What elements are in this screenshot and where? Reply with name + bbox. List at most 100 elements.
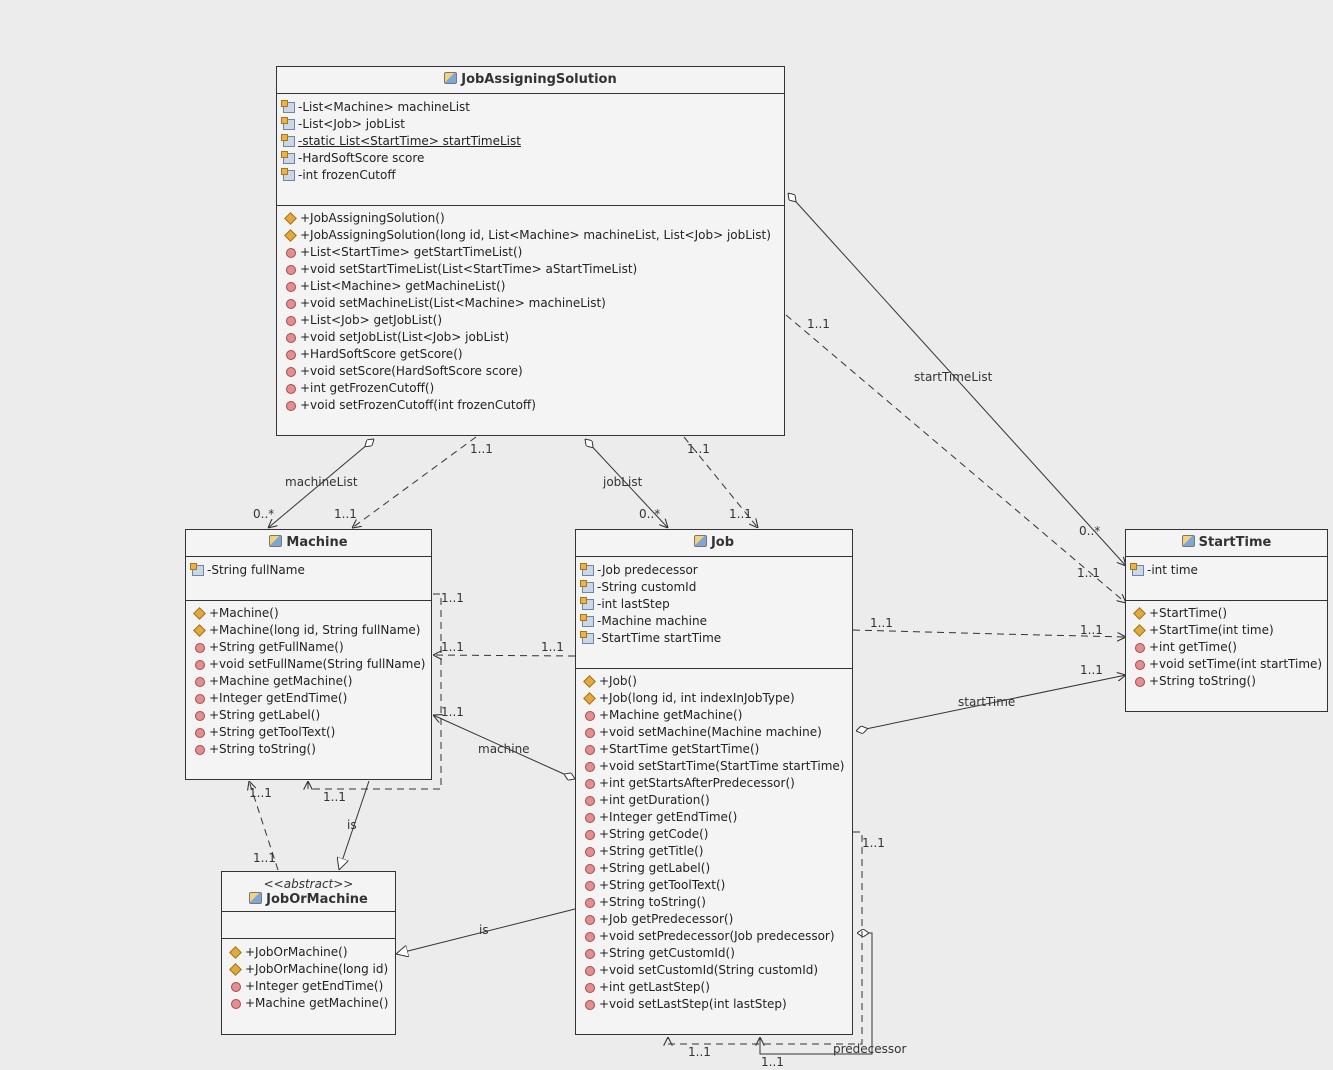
machine-self-source-multiplicity: 1..1 xyxy=(441,591,464,605)
public-operation-icon xyxy=(1133,624,1146,637)
solution-starttime-dependency xyxy=(785,314,1126,603)
public-operation-icon xyxy=(193,624,206,637)
operation-icon xyxy=(195,727,205,738)
predecessor-label: predecessor xyxy=(833,1042,907,1056)
operation-icon xyxy=(585,744,595,755)
job-machine-source-multiplicity: 1..1 xyxy=(541,640,564,654)
class-name: StartTime xyxy=(1198,535,1272,550)
operation-row: +int getStartsAfterPredecessor() xyxy=(576,775,852,792)
stereotype-label: <<abstract>> xyxy=(263,877,354,891)
class-job-or-machine[interactable]: <<abstract>> JobOrMachine +JobOrMachine(… xyxy=(221,871,396,1035)
operation-row: +int getTime() xyxy=(1126,639,1327,656)
operation-row: +List<Machine> getMachineList() xyxy=(277,278,784,295)
operation-icon xyxy=(286,332,296,343)
solution-machine-dependency xyxy=(352,436,477,528)
operation-icon xyxy=(1135,676,1145,687)
attribute-icon xyxy=(281,134,295,147)
operation-row: +void setTime(int startTime) xyxy=(1126,656,1327,673)
operation-row: +String getToolText() xyxy=(576,877,852,894)
attribute-row: -String fullName xyxy=(186,562,431,579)
operation-row: +JobOrMachine() xyxy=(222,944,395,961)
attribute-icon xyxy=(281,117,295,130)
job-machine-target-multiplicity: 1..1 xyxy=(441,640,464,654)
operation-row: +JobAssigningSolution(long id, List<Mach… xyxy=(277,227,784,244)
operation-icon xyxy=(195,659,205,670)
operation-row: +Machine() xyxy=(186,605,431,622)
predecessor-multiplicity: 1..1 xyxy=(761,1055,784,1069)
operation-icon xyxy=(231,998,241,1009)
operation-icon xyxy=(195,642,205,653)
solution-job-target-multiplicity: 1..1 xyxy=(729,507,752,521)
attributes-compartment: -int time xyxy=(1126,557,1327,601)
operation-icon xyxy=(585,846,595,857)
starttime-association xyxy=(856,675,1126,731)
jobormachine-machine-dependency xyxy=(249,781,279,871)
operation-icon xyxy=(286,247,296,258)
operation-icon xyxy=(585,897,595,908)
attribute-icon xyxy=(580,597,594,610)
attribute-icon xyxy=(190,563,204,576)
operation-row: +List<StartTime> getStartTimeList() xyxy=(277,244,784,261)
operations-compartment: +Job() +Job(long id, int indexInJobType)… xyxy=(576,669,852,1013)
class-start-time[interactable]: StartTime -int time +StartTime() +StartT… xyxy=(1125,529,1328,712)
operation-row: +void setStartTimeList(List<StartTime> a… xyxy=(277,261,784,278)
operation-icon xyxy=(585,914,595,925)
operation-row: +Integer getEndTime() xyxy=(186,690,431,707)
attribute-icon xyxy=(281,151,295,164)
operation-row: +Integer getEndTime() xyxy=(576,809,852,826)
attribute-row: -static List<StartTime> startTimeList xyxy=(277,133,784,150)
public-operation-icon xyxy=(1133,607,1146,620)
operation-icon xyxy=(585,812,595,823)
public-operation-icon xyxy=(583,692,596,705)
operation-row: +void setPredecessor(Job predecessor) xyxy=(576,928,852,945)
operation-icon xyxy=(585,982,595,993)
public-operation-icon xyxy=(193,607,206,620)
operation-icon xyxy=(585,795,595,806)
operation-row: +Machine getMachine() xyxy=(576,707,852,724)
attributes-compartment xyxy=(222,912,395,939)
operation-row: +void setScore(HardSoftScore score) xyxy=(277,363,784,380)
operations-compartment: +StartTime() +StartTime(int time) +int g… xyxy=(1126,601,1327,690)
class-icon xyxy=(1181,535,1195,547)
operation-icon xyxy=(231,981,241,992)
class-machine[interactable]: Machine -String fullName +Machine() +Mac… xyxy=(185,529,432,780)
class-icon xyxy=(249,892,263,904)
job-starttime-source-multiplicity: 1..1 xyxy=(870,616,893,630)
operation-icon xyxy=(585,948,595,959)
operation-icon xyxy=(195,710,205,721)
operation-icon xyxy=(286,400,296,411)
starttime-multiplicity: 1..1 xyxy=(1080,663,1103,677)
class-icon xyxy=(693,535,707,547)
operation-row: +void setFullName(String fullName) xyxy=(186,656,431,673)
attribute-icon xyxy=(580,563,594,576)
joblist-multiplicity: 0..* xyxy=(639,507,661,521)
operation-icon xyxy=(286,298,296,309)
starttimelist-association xyxy=(788,193,1126,566)
attribute-row: -List<Machine> machineList xyxy=(277,99,784,116)
public-operation-icon xyxy=(229,963,242,976)
class-job-assigning-solution[interactable]: JobAssigningSolution -List<Machine> mach… xyxy=(276,66,785,436)
operations-compartment: +Machine() +Machine(long id, String full… xyxy=(186,601,431,758)
attribute-icon xyxy=(580,614,594,627)
operation-row: +Job getPredecessor() xyxy=(576,911,852,928)
operation-row: +Integer getEndTime() xyxy=(222,978,395,995)
operation-row: +String getTitle() xyxy=(576,843,852,860)
class-job[interactable]: Job -Job predecessor -String customId -i… xyxy=(575,529,853,1035)
public-operation-icon xyxy=(284,212,297,225)
operation-row: +Machine(long id, String fullName) xyxy=(186,622,431,639)
attribute-row: -int lastStep xyxy=(576,596,852,613)
operation-row: +void setJobList(List<Job> jobList) xyxy=(277,329,784,346)
operation-icon xyxy=(585,863,595,874)
joblist-label: jobList xyxy=(603,475,643,489)
operation-icon xyxy=(195,676,205,687)
machine-association xyxy=(433,715,575,779)
jobormachine-machine-target-multiplicity: 1..1 xyxy=(249,786,272,800)
operation-icon xyxy=(585,931,595,942)
attribute-row: -HardSoftScore score xyxy=(277,150,784,167)
operation-icon xyxy=(585,829,595,840)
operation-icon xyxy=(286,383,296,394)
operation-row: +Machine getMachine() xyxy=(222,995,395,1012)
operation-icon xyxy=(286,366,296,377)
machine-is-jobormachine xyxy=(339,780,370,870)
